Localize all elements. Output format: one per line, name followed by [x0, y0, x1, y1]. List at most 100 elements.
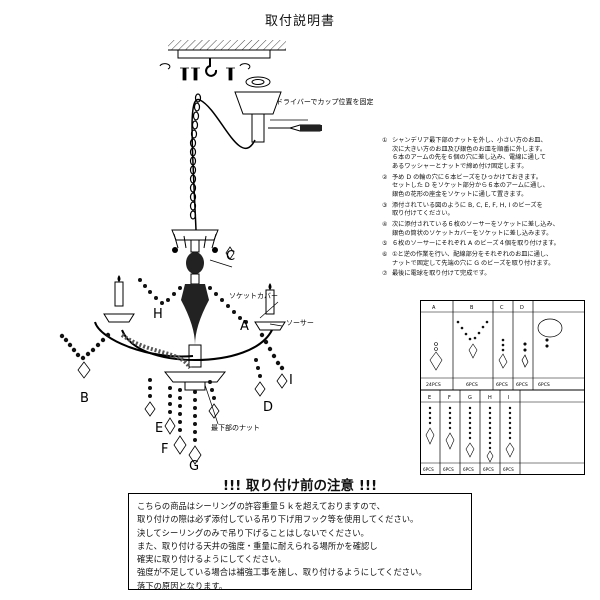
part-header-A: A: [432, 305, 436, 311]
step-5: ⑤ ６枚のソーサーにそれぞれ A のビーズ４個を取り付けます。: [382, 240, 596, 249]
part-H-strand: [486, 406, 494, 463]
chandelier-diagram: ドライバーでカップ位置を固定 ソケットカバー ソーサー 最下部のナット C H …: [59, 40, 373, 474]
part-I-strand: [505, 406, 515, 458]
step-number: ②: [382, 173, 388, 181]
instruction-steps: ① シャンデリア最下部のナットを外し、小さい方のお皿、 次に大きい方のお皿及び銀…: [382, 137, 596, 281]
part-count-I: 6PCS: [503, 467, 514, 472]
part-F-strand: [445, 406, 455, 450]
part-count-A: 24PCS: [426, 382, 441, 388]
center-ball: [186, 252, 204, 274]
ceiling-hatch: [168, 40, 286, 50]
bobeche: [254, 321, 286, 331]
part-E-strand: [425, 406, 435, 445]
label-B: B: [80, 391, 89, 406]
bead-swag: [59, 278, 285, 400]
part-count-D2: 6PCS: [538, 382, 550, 388]
canopy: [234, 91, 282, 115]
step-line: 銀色の花形の座金をソケットに通して置きます。: [392, 190, 528, 198]
step-line: シャンデリア最下部のナットを外し、小さい方のお皿、: [392, 137, 547, 144]
notice-line: こちらの商品はシーリングの許容重量５ｋを超えておりますので、: [137, 501, 385, 511]
crown-plate: [171, 229, 219, 241]
step-line: ①と逆の作業を行い、配線部分をそれぞれのお皿に通し、: [392, 251, 553, 259]
part-header-C: C: [500, 305, 504, 311]
screw-icon: [191, 67, 200, 81]
step-number: ⑥: [382, 251, 388, 259]
driver-label: ドライバーでカップ位置を固定: [276, 97, 373, 106]
step-2: ② 予め D の輪の穴に６本ビーズをひっかけておきます。 セットした D をソケ…: [382, 174, 596, 200]
parts-table: A B C D 24PCS 6PCS 6PCS 6PCS 6PCS E F G …: [420, 300, 585, 475]
label-D: D: [263, 400, 273, 415]
part-header-E: E: [428, 395, 431, 401]
lower-bowl: [163, 371, 227, 383]
part-header-H: H: [488, 395, 492, 401]
label-F: F: [161, 442, 168, 457]
step-line: ６枚のソーサーにそれぞれ A のビーズ４個を取り付けます。: [392, 240, 560, 248]
step-7: ⑦ 最後に電球を取り付けて完成です。: [382, 270, 596, 279]
step-line: ６本のアームの先を６個の穴に差し込み、電線に通して: [392, 154, 546, 162]
step-line: 添付されている図のように B, C, E, F, H, I のビーズを: [392, 201, 543, 209]
step-number: ①: [382, 137, 388, 144]
step-3: ③ 添付されている図のように B, C, E, F, H, I のビーズを 取り…: [382, 202, 596, 219]
step-6: ⑥ ①と逆の作業を行い、配線部分をそれぞれのお皿に通し、 ナットで固定して先端の…: [382, 251, 596, 268]
notice-line: 決してシーリングのみで吊り下げることはしないでください。: [137, 527, 369, 538]
part-count-E: 6PCS: [423, 467, 434, 472]
label-C: C: [226, 249, 235, 264]
notice-line: 確実に取り付けるようにしてください。: [137, 554, 286, 565]
notice-line: また、取り付ける天井の強度・重量に耐えられる場所かを確認し: [137, 540, 378, 551]
label-A: A: [240, 319, 249, 334]
part-count-B: 6PCS: [466, 382, 478, 388]
part-B-swag: [456, 320, 489, 359]
part-A-crystal: [429, 342, 443, 371]
part-D-ring: [521, 318, 563, 368]
screw-icon: [226, 67, 235, 81]
wire: [191, 98, 256, 231]
notice-line: 取り付けの際は必ず添付している吊り下げ用フック等を使用してください。: [137, 514, 419, 525]
part-header-F: F: [448, 395, 451, 401]
part-G-strand: [465, 406, 475, 458]
saucer-label: ソーサー: [286, 319, 314, 327]
page-title: 取付説明書: [264, 14, 335, 29]
step-line: あるワッシャーとナットで締め付け固定します。: [392, 162, 528, 170]
part-count-G: 6PCS: [463, 467, 474, 472]
step-number: ④: [382, 220, 388, 228]
candle: [114, 281, 124, 307]
step-line: 銀色の筒状のソケットカバーをソケットに差し込みます。: [392, 229, 553, 237]
step-line: 次に大きい方のお皿及び銀色のお皿を順番に外します。: [392, 145, 547, 153]
bobeche: [103, 313, 135, 323]
part-C-strand: [498, 338, 508, 369]
step-line: ナットで固定して先端の穴に G のビーズを取り付けます。: [392, 259, 555, 267]
crystal-pendants: [77, 246, 288, 465]
hook-icon: [205, 58, 218, 77]
part-header-I: I: [508, 395, 509, 401]
step-1: ① シャンデリア最下部のナットを外し、小さい方のお皿、 次に大きい方のお皿及び銀…: [382, 137, 596, 171]
part-count-D1: 6PCS: [516, 382, 528, 388]
socket-cover-label: ソケットカバー: [229, 292, 278, 300]
part-header-B: B: [470, 305, 474, 311]
step-number: ③: [382, 201, 388, 209]
part-header-D: D: [520, 305, 524, 311]
step-number: ⑦: [382, 270, 388, 278]
notice-box: こちらの商品はシーリングの許容重量５ｋを超えておりますので、 取り付けの際は必ず…: [128, 493, 472, 591]
step-4: ④ 次に添付されている６枚のソーサーをソケットに差し込み、 銀色の筒状のソケット…: [382, 221, 596, 238]
step-line: 予め D の輪の穴に６本ビーズをひっかけておきます。: [392, 173, 542, 181]
screw-icon: [180, 67, 189, 81]
mounting-plate: [177, 49, 271, 59]
step-line: 取り付けてください。: [392, 210, 454, 218]
part-header-G: G: [468, 395, 472, 401]
notice-title: !!! 取り付け前の注意 !!!: [222, 478, 378, 494]
step-line: セットした D をソケット部分から６本のアームに通し、: [392, 182, 549, 190]
center-body: [181, 284, 209, 345]
notice-line: 強度が不足している場合は補強工事を施し、取り付けるようにしてください。: [137, 567, 427, 578]
step-line: 次に添付されている６枚のソーサーをソケットに差し込み、: [392, 220, 559, 228]
label-H: H: [153, 307, 163, 322]
chain: [189, 93, 202, 220]
label-I: I: [289, 373, 293, 388]
label-G: G: [189, 459, 199, 474]
notice-line: 落下の原因となります。: [137, 580, 228, 591]
part-count-F: 6PCS: [443, 467, 454, 472]
bead-strands: [148, 378, 197, 442]
step-number: ⑤: [382, 240, 388, 248]
bottom-nut-label: 最下部のナット: [211, 423, 260, 432]
step-line: 最後に電球を取り付けて完成です。: [392, 270, 491, 278]
part-count-H: 6PCS: [483, 467, 494, 472]
